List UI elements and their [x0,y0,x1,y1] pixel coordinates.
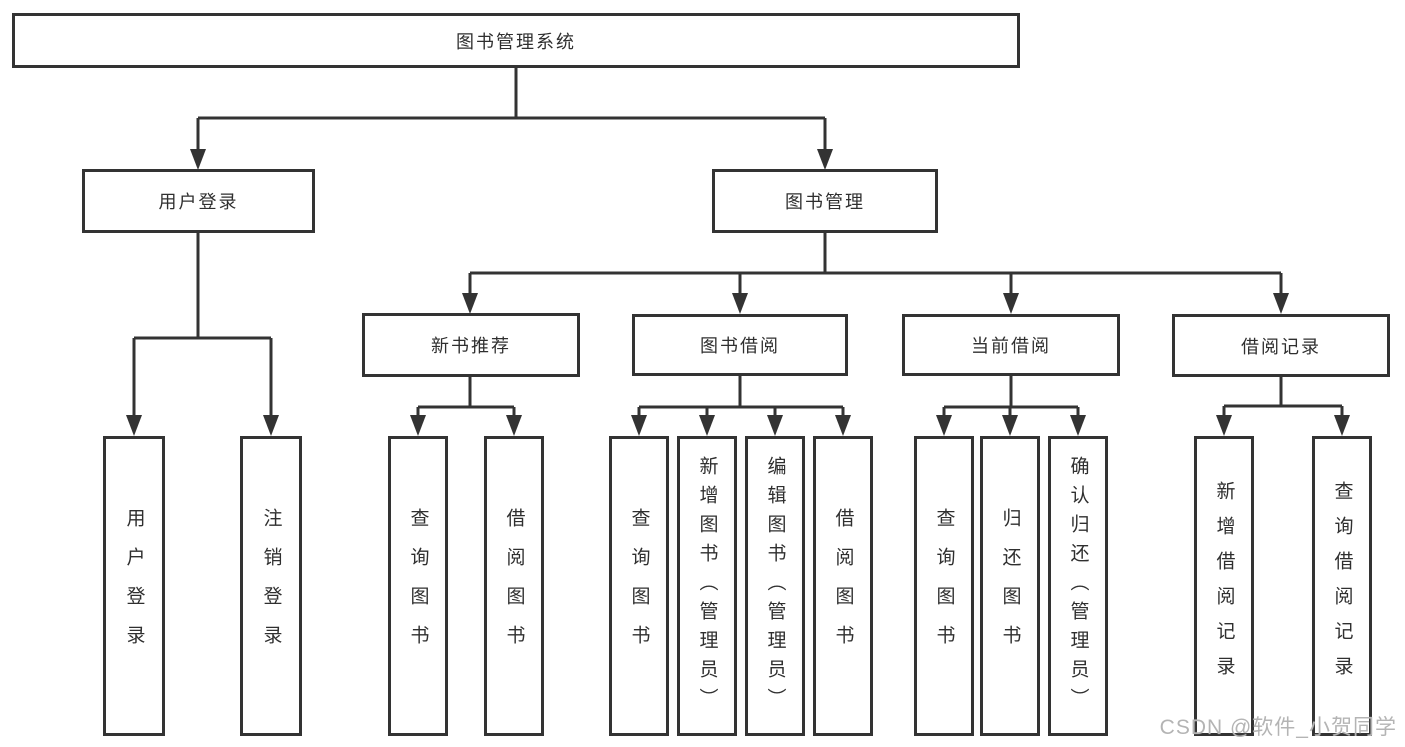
leaf-return-books: 归还图书 [980,436,1040,736]
leaf-label: 查询图书 [933,508,955,664]
node-borrow-records: 借阅记录 [1172,314,1390,377]
node-user-login: 用户登录 [82,169,315,233]
node-new-book-recommend: 新书推荐 [362,313,580,377]
node-label: 图书借阅 [700,336,780,356]
leaf-label: 注销登录 [260,508,282,664]
node-label: 当前借阅 [971,336,1051,356]
node-library-system: 图书管理系统 [12,13,1020,68]
leaf-label: 编辑图书（管理员） [764,455,786,717]
node-label: 新书推荐 [431,336,511,356]
leaf-label: 查询借阅记录 [1331,481,1353,691]
leaf-label: 查询图书 [628,508,650,664]
leaf-add-books-admin: 新增图书（管理员） [677,436,737,736]
node-label: 借阅记录 [1241,336,1321,357]
connector-book-borrow-children [637,376,845,417]
leaf-label: 借阅图书 [832,508,854,664]
leaf-label: 用户登录 [123,508,145,664]
leaf-add-borrow-record: 新增借阅记录 [1194,436,1254,736]
leaf-query-borrow-record: 查询借阅记录 [1312,436,1372,736]
connector-book-management-children [468,232,1283,295]
leaf-borrow-books-recommend: 借阅图书 [484,436,544,736]
connector-current-borrow-children [942,376,1080,417]
leaf-borrow-books: 借阅图书 [813,436,873,736]
csdn-watermark: CSDN @软件_小贺同学 [1159,716,1397,739]
leaf-edit-books-admin: 编辑图书（管理员） [745,436,805,736]
leaf-query-books-current: 查询图书 [914,436,974,736]
connector-root-to-level1 [196,68,827,151]
leaf-label: 新增借阅记录 [1213,481,1235,691]
leaf-query-books-recommend: 查询图书 [388,436,448,736]
node-book-borrow: 图书借阅 [632,314,848,376]
node-current-borrow: 当前借阅 [902,314,1120,376]
node-label: 用户登录 [158,192,239,212]
leaf-label: 新增图书（管理员） [696,455,718,717]
connector-user-login-children [132,232,273,417]
connector-new-book-children [416,376,516,417]
leaf-label: 归还图书 [999,508,1021,664]
arrowheads [126,149,1350,436]
node-label: 图书管理系统 [456,31,576,52]
leaf-label: 借阅图书 [503,508,525,664]
leaf-label: 查询图书 [407,508,429,664]
leaf-confirm-return-admin: 确认归还（管理员） [1048,436,1108,736]
connector-borrow-records-children [1222,377,1344,417]
node-label: 图书管理 [785,192,865,212]
leaf-user-login: 用户登录 [103,436,165,736]
leaf-label: 确认归还（管理员） [1067,455,1089,717]
leaf-query-books-borrow: 查询图书 [609,436,669,736]
node-book-management: 图书管理 [712,169,938,233]
leaf-logout: 注销登录 [240,436,302,736]
